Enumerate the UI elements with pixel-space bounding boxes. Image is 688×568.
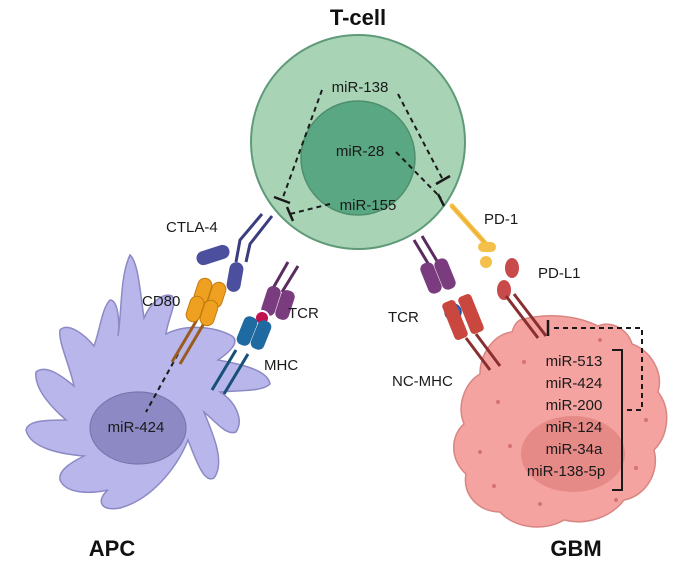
ctla4-receptor: [196, 213, 274, 292]
pd1-receptor: [449, 203, 496, 268]
nc-mhc-label: NC-MHC: [392, 373, 453, 390]
gbm-mirna-1: miR-424: [546, 375, 603, 392]
mir138-link-right: [397, 93, 444, 181]
mir28-link: [395, 151, 442, 199]
t-cell-title: T-cell: [330, 5, 386, 30]
pd1-label: PD-1: [484, 211, 518, 228]
gbm-texture-dots: [478, 338, 648, 506]
gbm-cell: [453, 315, 668, 528]
gbm-nucleus: [521, 416, 625, 492]
gbm-mirna-link: [554, 327, 643, 411]
apc-cell: [25, 253, 271, 510]
cd80-label: CD80: [142, 293, 180, 310]
tcell-mirna-0: miR-138: [332, 79, 389, 96]
mir155-link: [289, 203, 331, 215]
gbm-mirna-0: miR-513: [546, 353, 603, 370]
gbm-mirna-5: miR-138-5p: [527, 463, 605, 480]
t-cell: [250, 34, 466, 250]
gbm-mirna-bracket: [612, 349, 623, 491]
gbm-title: GBM: [550, 536, 601, 561]
gbm-mirna-2: miR-200: [546, 397, 603, 414]
apc-membrane: [25, 253, 271, 510]
mir138-link-left: [281, 89, 323, 201]
right-tcr-label: TCR: [388, 309, 419, 326]
mhc-label: MHC: [264, 357, 298, 374]
t-cell-nucleus: [300, 100, 416, 216]
right-tcr-ncmhc: [412, 235, 502, 371]
pdl1-ligand: [497, 258, 548, 339]
apc-mirna-link: [145, 353, 179, 413]
tcell-mirna-2: miR-155: [340, 197, 397, 214]
apc-mirna: miR-424: [108, 419, 165, 436]
gbm-mirna-3: miR-124: [546, 419, 603, 436]
apc-title: APC: [89, 536, 136, 561]
tcell-mirna-1: miR-28: [336, 143, 384, 160]
ctla4-label: CTLA-4: [166, 219, 218, 236]
cd80-ligand: [170, 277, 227, 365]
tcell-inhibition-bars: [273, 174, 451, 222]
left-tcr-label: TCR: [288, 305, 319, 322]
apc-nucleus: [89, 391, 187, 465]
tcell-mirna-links: [281, 89, 444, 215]
left-tcr-mhc: [210, 261, 300, 395]
pdl1-label: PD-L1: [538, 265, 581, 282]
gbm-mirna-4: miR-34a: [546, 441, 603, 458]
